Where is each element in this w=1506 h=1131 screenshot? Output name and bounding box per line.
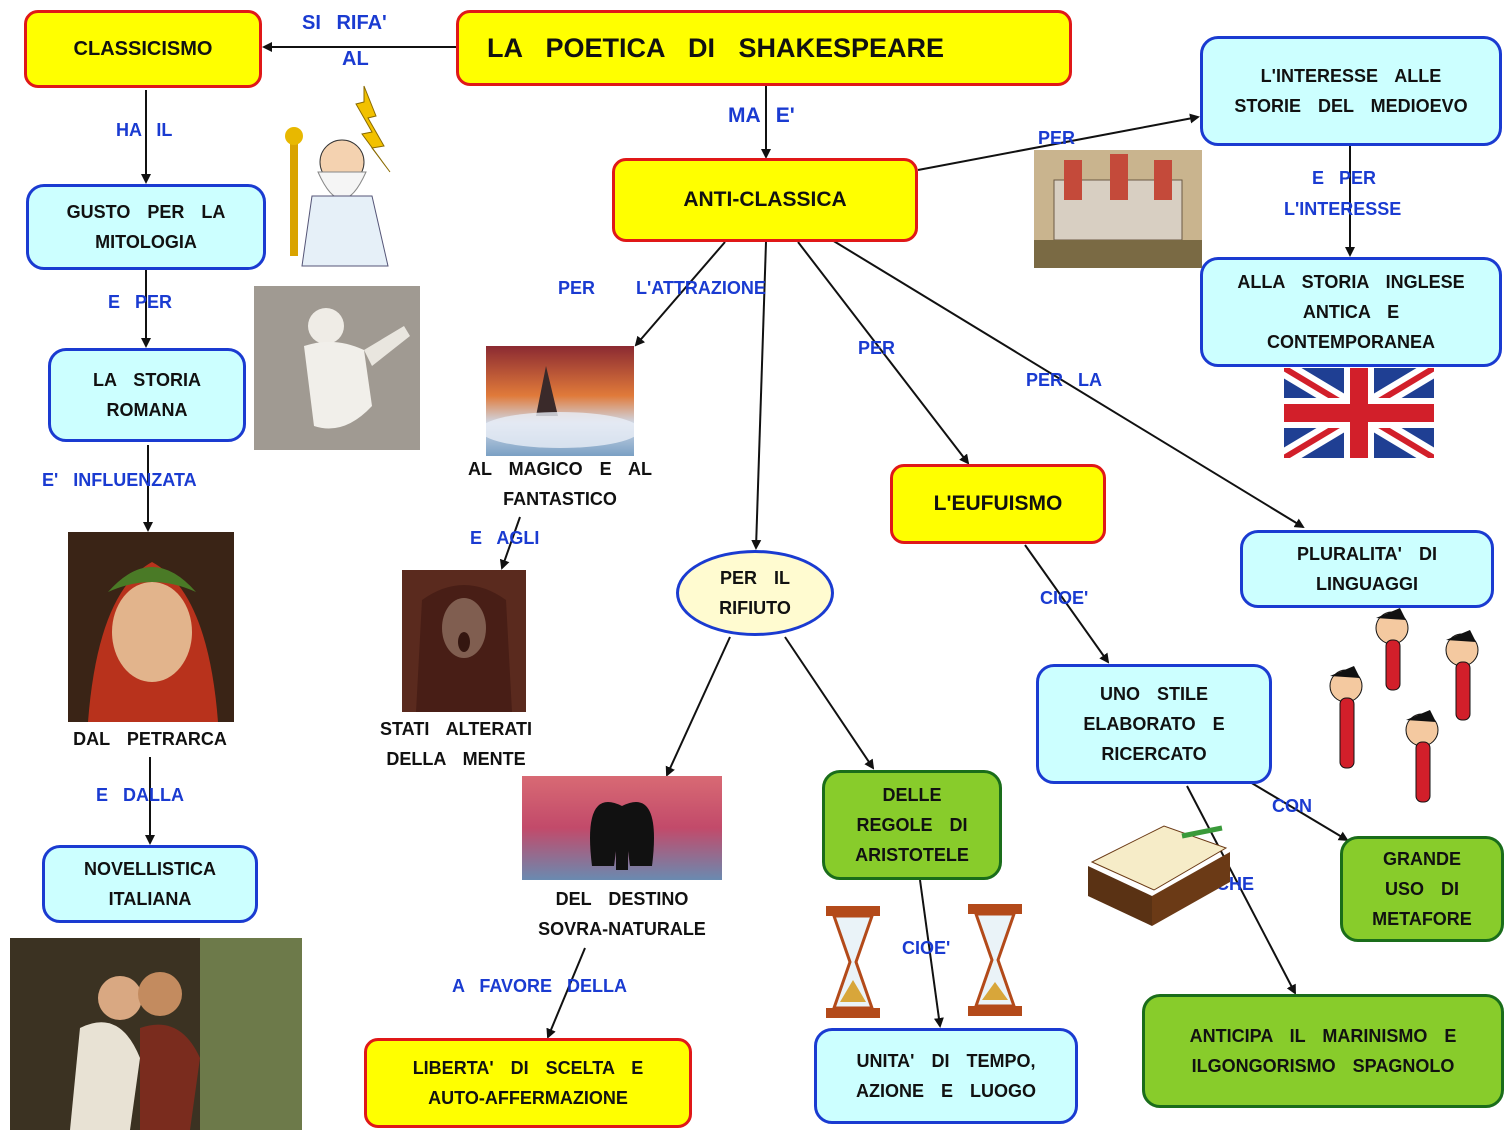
edge-regole-unita	[919, 879, 944, 1028]
edge-anti-eufuismo	[797, 241, 970, 465]
anticlassica-node: ANTI-CLASSICA	[612, 158, 918, 242]
label-ma-e: MA E'	[728, 104, 795, 127]
hourglass-icon	[824, 904, 882, 1020]
label-per-la: PER LA	[1026, 370, 1103, 390]
linguaggi-node: PLURALITA' DI LINGUAGGI	[1240, 530, 1494, 608]
destino-text: DEL DESTINO SOVRA-NATURALE	[538, 889, 706, 939]
label-per-eufuismo: PER	[858, 338, 896, 358]
mitologia-node: GUSTO PER LA MITOLOGIA	[26, 184, 266, 270]
petrarca-portrait-icon	[68, 532, 234, 722]
marinismo-node: ANTICIPA IL MARINISMO E ILGONGORISMO SPA…	[1142, 994, 1504, 1108]
unita-node: UNITA' DI TEMPO, AZIONE E LUOGO	[814, 1028, 1078, 1124]
fantasy-sky-icon	[486, 346, 634, 456]
shouting-face-icon	[1400, 708, 1450, 806]
medioevo-node: L'INTERESSE ALLE STORIE DEL MEDIOEVO	[1200, 36, 1502, 146]
edge-anti-medioevo	[917, 113, 1200, 171]
label-e-agli: E AGLI	[470, 528, 540, 548]
hourglass-icon	[966, 902, 1024, 1018]
book-icon	[1082, 822, 1236, 930]
title-node: LA POETICA DI SHAKESPEARE	[456, 10, 1072, 86]
liberta-node: LIBERTA' DI SCELTA E AUTO-AFFERMAZIONE	[364, 1038, 692, 1128]
edge-destino-liberta	[546, 947, 586, 1039]
magico-text: AL MAGICO E AL FANTASTICO	[468, 459, 652, 509]
storia-romana-node: LA STORIA ROMANA	[48, 348, 246, 442]
label-e-dalla: E DALLA	[96, 785, 184, 805]
petrarca-text: DAL PETRARCA	[73, 729, 227, 749]
stile-node: UNO STILE ELABORATO E RICERCATO	[1036, 664, 1272, 784]
classicismo-node: CLASSICISMO	[24, 10, 262, 88]
label-si-rifa: SI RIFA'	[302, 12, 387, 34]
label-per-medioevo: PER	[1038, 128, 1076, 148]
label-a-favore: A FAVORE DELLA	[452, 976, 628, 996]
shouting-face-icon	[1370, 606, 1420, 692]
scream-icon	[402, 570, 526, 712]
label-attrazione: L'ATTRAZIONE	[636, 278, 766, 298]
novellistica-node: NOVELLISTICA ITALIANA	[42, 845, 258, 923]
label-e-per-interesse: E PER	[1312, 168, 1377, 188]
edge-anti-rifiuto	[751, 241, 767, 550]
edge-eufuismo-stile	[1024, 544, 1110, 664]
edge-anti-magico	[634, 241, 726, 347]
edge-stile-marinismo	[1186, 785, 1296, 995]
uk-flag-icon	[1284, 368, 1434, 458]
label-per-attrazione: PER	[558, 278, 596, 298]
label-e-per: E PER	[108, 292, 173, 312]
shouting-face-icon	[1440, 628, 1490, 724]
edge-stile-metafore	[1249, 781, 1349, 842]
metafore-node: GRANDE USO DI METAFORE	[1340, 836, 1504, 942]
eufuismo-node: L'EUFUISMO	[890, 464, 1106, 544]
zeus-icon	[272, 76, 426, 268]
rifiuto-node: PER IL RIFIUTO	[676, 550, 834, 636]
label-al: AL	[342, 48, 369, 70]
shouting-face-icon	[1324, 664, 1374, 772]
edge-rifiuto-regole	[784, 636, 875, 770]
lovers-painting-icon	[10, 938, 302, 1130]
label-interesse: L'INTERESSE	[1284, 199, 1402, 219]
label-cioe-stile: CIOE'	[1040, 588, 1089, 608]
label-ha-il: HA IL	[116, 120, 173, 140]
statue-icon	[254, 286, 420, 450]
label-cioe-unita: CIOE'	[902, 938, 951, 958]
label-con: CON	[1272, 796, 1312, 816]
inglese-node: ALLA STORIA INGLESE ANTICA E CONTEMPORAN…	[1200, 257, 1502, 367]
castle-icon	[1034, 150, 1202, 268]
label-influenzata: E' INFLUENZATA	[42, 470, 197, 490]
angel-icon	[522, 776, 722, 880]
stati-text: STATI ALTERATI DELLA MENTE	[380, 719, 532, 769]
edge-anti-linguaggi	[831, 239, 1305, 529]
edge-rifiuto-destino	[665, 636, 731, 777]
regole-node: DELLE REGOLE DI ARISTOTELE	[822, 770, 1002, 880]
edge-magico-stati	[499, 516, 521, 570]
